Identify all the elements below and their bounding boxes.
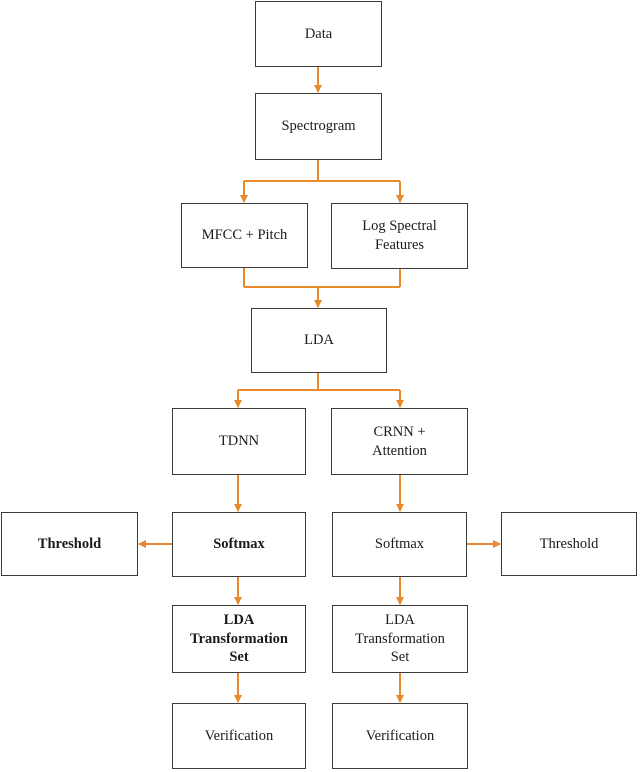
- tdnn-node-label: TDNN: [218, 433, 260, 450]
- softmax-right-node: Softmax: [332, 512, 467, 577]
- lda-node: LDA: [251, 308, 387, 373]
- threshold-right-node: Threshold: [501, 512, 637, 576]
- verification-left-node-label: Verification: [204, 727, 274, 744]
- tdnn-node: TDNN: [172, 408, 306, 475]
- verification-left-node: Verification: [172, 703, 306, 769]
- crnn-attention-node-label: CRNN + Attention: [372, 423, 427, 459]
- spectrogram-node: Spectrogram: [255, 93, 382, 160]
- data-node: Data: [255, 1, 382, 67]
- threshold-left-node: Threshold: [1, 512, 138, 576]
- softmax-left-node: Softmax: [172, 512, 306, 577]
- softmax-right-node-label: Softmax: [374, 536, 425, 553]
- lda-transformation-set-right-node: LDA Transformation Set: [332, 605, 468, 673]
- data-node-label: Data: [304, 25, 333, 42]
- softmax-left-node-label: Softmax: [213, 536, 265, 553]
- verification-right-node: Verification: [332, 703, 468, 769]
- lda-transformation-set-left-node: LDA Transformation Set: [172, 605, 306, 673]
- lda-transformation-set-left-node-label: LDA Transformation Set: [189, 611, 288, 666]
- spectrogram-node-label: Spectrogram: [281, 118, 356, 135]
- verification-right-node-label: Verification: [365, 727, 435, 744]
- lda-transformation-set-right-node-label: LDA Transformation Set: [355, 611, 445, 666]
- mfcc-pitch-node-label: MFCC + Pitch: [201, 227, 288, 244]
- log-spectral-features-node: Log Spectral Features: [331, 203, 468, 269]
- crnn-attention-node: CRNN + Attention: [331, 408, 468, 475]
- lda-node-label: LDA: [304, 332, 334, 349]
- log-spectral-features-node-label: Log Spectral Features: [362, 218, 437, 253]
- mfcc-pitch-node: MFCC + Pitch: [181, 203, 308, 268]
- threshold-left-node-label: Threshold: [37, 535, 102, 552]
- threshold-right-node-label: Threshold: [539, 535, 599, 552]
